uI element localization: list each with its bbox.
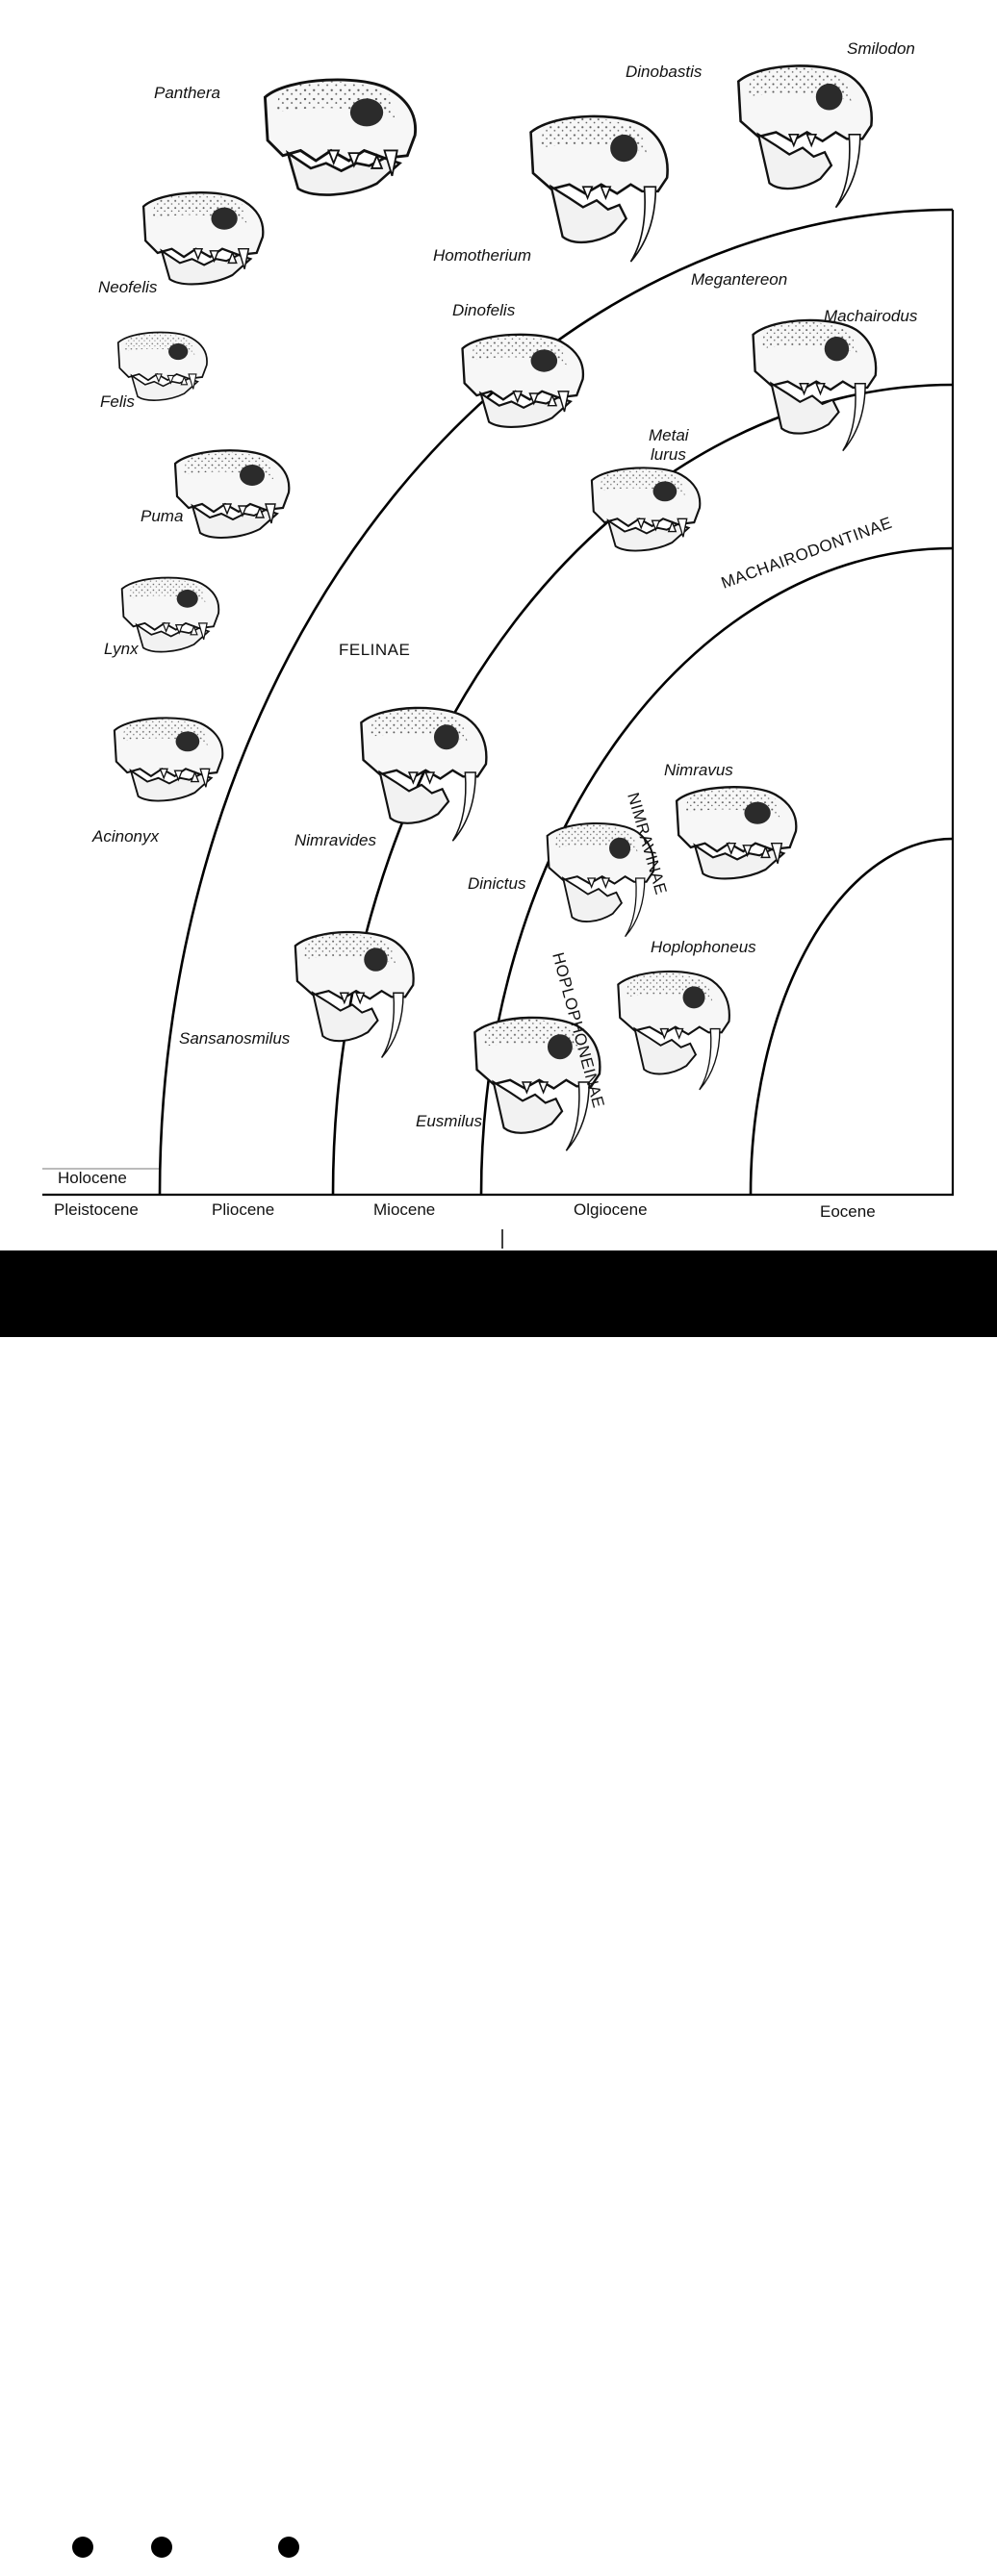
nimravus-skull xyxy=(675,786,798,880)
diagram-panel: Panthera Neofelis Felis Puma Lynx Acinon… xyxy=(0,0,997,1250)
subfamily-label-felinae: FELINAE xyxy=(339,641,410,659)
taxon-label-nimravus: Nimravus xyxy=(664,761,733,779)
puma-skull xyxy=(173,449,291,540)
image-id: 2ADCK8J xyxy=(905,2525,976,2541)
taxon-label-neofelis: Neofelis xyxy=(98,278,158,296)
taxon-label-megantereon: Megantereon xyxy=(691,270,787,289)
dinofelis-skull xyxy=(461,333,585,429)
taxon-label-dinofelis: Dinofelis xyxy=(452,301,516,319)
taxon-label-lynx: Lynx xyxy=(104,640,139,658)
alamy-logo xyxy=(64,2513,366,2576)
taxon-label-sansanosmilus: Sansanosmilus xyxy=(179,1029,291,1048)
arc-pliocene-boundary xyxy=(158,208,954,1196)
panthera-skull xyxy=(263,78,418,197)
smilodon-skull xyxy=(737,64,873,209)
taxon-label-metailurus-line1: Metai xyxy=(649,426,690,444)
taxon-label-hoplophoneus: Hoplophoneus xyxy=(651,938,756,956)
taxon-label-machairodus: Machairodus xyxy=(824,307,918,325)
felis-skull xyxy=(116,331,208,402)
epoch-label-oligocene: Olgiocene xyxy=(574,1200,648,1219)
epoch-label-eocene: Eocene xyxy=(820,1202,876,1221)
taxon-label-eusmilus: Eusmilus xyxy=(416,1112,482,1130)
taxon-label-felis: Felis xyxy=(100,392,135,411)
neofelis-skull xyxy=(141,191,265,286)
metailurus-skull xyxy=(590,467,702,552)
acinonyx-skull xyxy=(113,717,224,802)
felid-phylogeny-diagram: Panthera Neofelis Felis Puma Lynx Acinon… xyxy=(42,39,955,1249)
taxon-label-metailurus-line2: lurus xyxy=(651,445,686,464)
epoch-label-pliocene: Pliocene xyxy=(212,1200,274,1219)
arc-eocene-boundary xyxy=(749,837,954,1196)
taxon-label-smilodon: Smilodon xyxy=(847,39,915,58)
epoch-label-miocene: Miocene xyxy=(373,1200,435,1219)
epoch-label-holocene: Holocene xyxy=(58,1169,127,1187)
machairodus-skull xyxy=(752,318,878,452)
watermark-band: 2ADCK8J xyxy=(0,1250,997,2576)
taxon-label-acinonyx: Acinonyx xyxy=(91,827,159,846)
timeline-frame xyxy=(42,210,955,1197)
taxon-label-homotherium: Homotherium xyxy=(433,246,531,265)
homotherium-skull xyxy=(529,114,669,264)
sansanosmilus-skull xyxy=(294,930,415,1059)
taxon-label-dinobastis: Dinobastis xyxy=(626,63,703,81)
taxon-label-nimravides: Nimravides xyxy=(294,831,377,849)
taxon-label-puma: Puma xyxy=(141,507,183,525)
taxon-label-dinictus: Dinictus xyxy=(468,874,526,893)
epoch-label-pleistocene: Pleistocene xyxy=(54,1200,139,1219)
taxon-label-panthera: Panthera xyxy=(154,84,220,102)
hoplophoneus-skull xyxy=(617,970,730,1091)
